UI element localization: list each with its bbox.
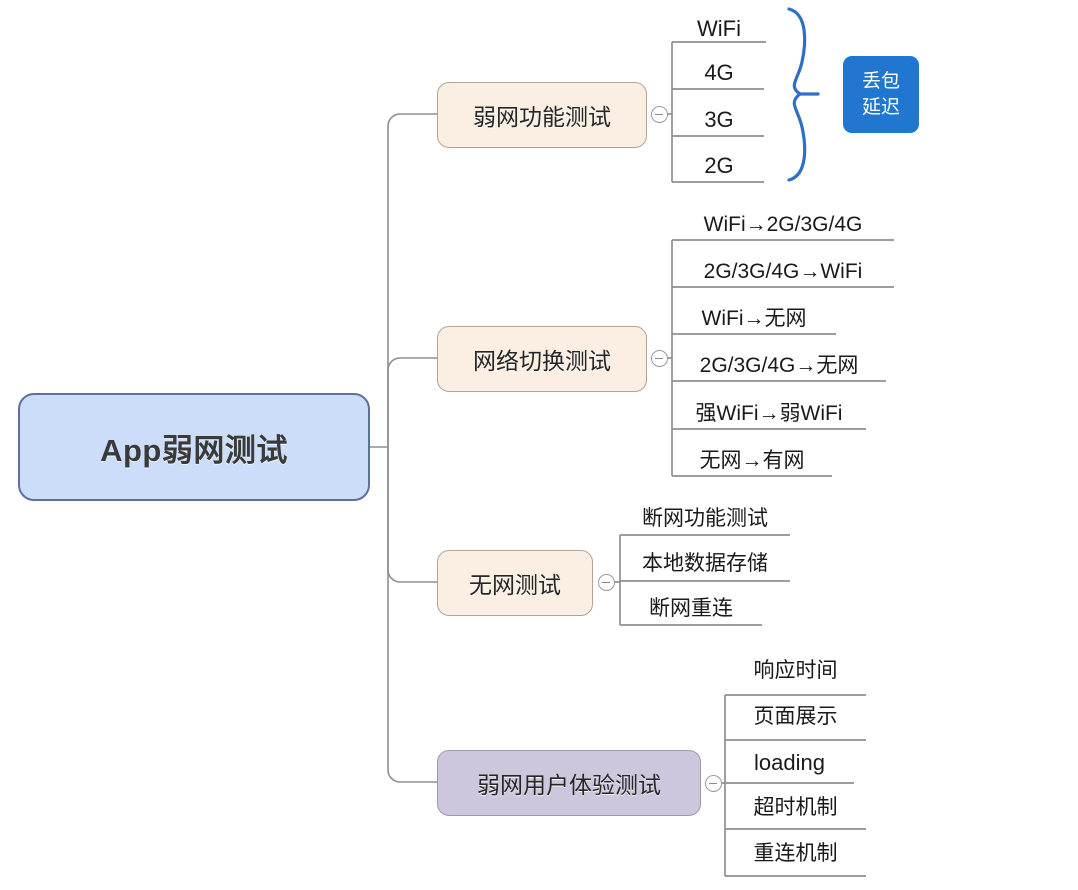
leaf-label: WiFi [697,16,741,41]
leaf-node-offline-function-test[interactable]: 断网功能测试 [620,508,790,529]
leaf-node-loading[interactable]: loading [725,752,854,774]
root-node-label: App弱网测试 [100,432,288,468]
leaf-label: 无网→有网 [699,449,805,472]
collapse-toggle-branch-1[interactable] [651,106,668,123]
leaf-node-cellular-to-offline[interactable]: 2G/3G/4G→无网 [672,355,886,376]
leaf-node-timeout-mechanism[interactable]: 超时机制 [725,797,866,818]
leaf-label: 重连机制 [753,842,838,865]
leaf-node-page-display[interactable]: 页面展示 [725,706,866,727]
leaf-label: 页面展示 [753,705,838,728]
edge-root-to-branch-2 [387,357,438,447]
leaf-label: 断网功能测试 [642,507,768,530]
callout-line-1: 丢包 [861,70,900,92]
leaf-node-2g[interactable]: 2G [672,155,766,177]
callout-line-2: 延迟 [861,96,900,118]
leaf-node-strong-to-weak-wifi[interactable]: 强WiFi→弱WiFi [672,403,866,424]
branch-node-weak-network-ux[interactable]: 弱网用户体验测试 [437,750,701,816]
collapse-toggle-branch-2[interactable] [651,350,668,367]
branch-node-label: 弱网功能测试 [473,104,611,130]
leaf-node-offline-reconnect[interactable]: 断网重连 [620,598,762,619]
leaf-label: 3G [704,107,734,132]
edge-root-to-branch-3 [387,447,438,583]
leaf-node-cellular-to-wifi[interactable]: 2G/3G/4G→WiFi [672,261,894,282]
branch-node-weak-network-function[interactable]: 弱网功能测试 [437,82,647,148]
leaf-label: 2G [704,153,734,178]
leaf-node-4g[interactable]: 4G [672,62,766,84]
leaf-node-wifi-to-offline[interactable]: WiFi→无网 [672,308,836,329]
leaf-label: 响应时间 [753,659,838,682]
leaf-node-wifi[interactable]: WiFi [672,18,766,40]
branch-node-label: 网络切换测试 [473,348,611,374]
brace-bracket [787,7,820,182]
branch-node-network-switch[interactable]: 网络切换测试 [437,326,647,392]
leaf-label: 强WiFi→弱WiFi [695,402,843,425]
leaf-label: 2G/3G/4G→无网 [699,354,859,377]
leaf-label: 4G [704,60,734,85]
callout-packet-loss-latency[interactable]: 丢包 延迟 [843,56,919,133]
edge-root-to-branch-4 [387,447,438,783]
leaf-label: 2G/3G/4G→WiFi [703,260,863,283]
branch-node-offline-test[interactable]: 无网测试 [437,550,593,616]
leaf-label: WiFi→无网 [701,307,807,330]
leaf-label: WiFi→2G/3G/4G [703,213,863,236]
leaf-label: loading [754,750,825,775]
leaf-label: 超时机制 [753,796,838,819]
collapse-toggle-branch-4[interactable] [705,775,722,792]
root-node[interactable]: App弱网测试 [18,393,370,501]
branch-node-label: 弱网用户体验测试 [477,772,661,798]
leaf-node-3g[interactable]: 3G [672,109,766,131]
leaf-label: 本地数据存储 [642,552,768,575]
leaf-node-reconnect-mechanism[interactable]: 重连机制 [725,843,866,864]
leaf-node-local-data-storage[interactable]: 本地数据存储 [620,553,790,574]
leaf-node-offline-to-online[interactable]: 无网→有网 [672,450,832,471]
leaf-label: 断网重连 [649,597,733,620]
leaf-node-wifi-to-cellular[interactable]: WiFi→2G/3G/4G [672,214,894,235]
edge-root-to-branch-1 [387,113,438,447]
collapse-toggle-branch-3[interactable] [598,574,615,591]
branch-node-label: 无网测试 [469,572,561,598]
leaf-node-response-time[interactable]: 响应时间 [725,660,866,681]
